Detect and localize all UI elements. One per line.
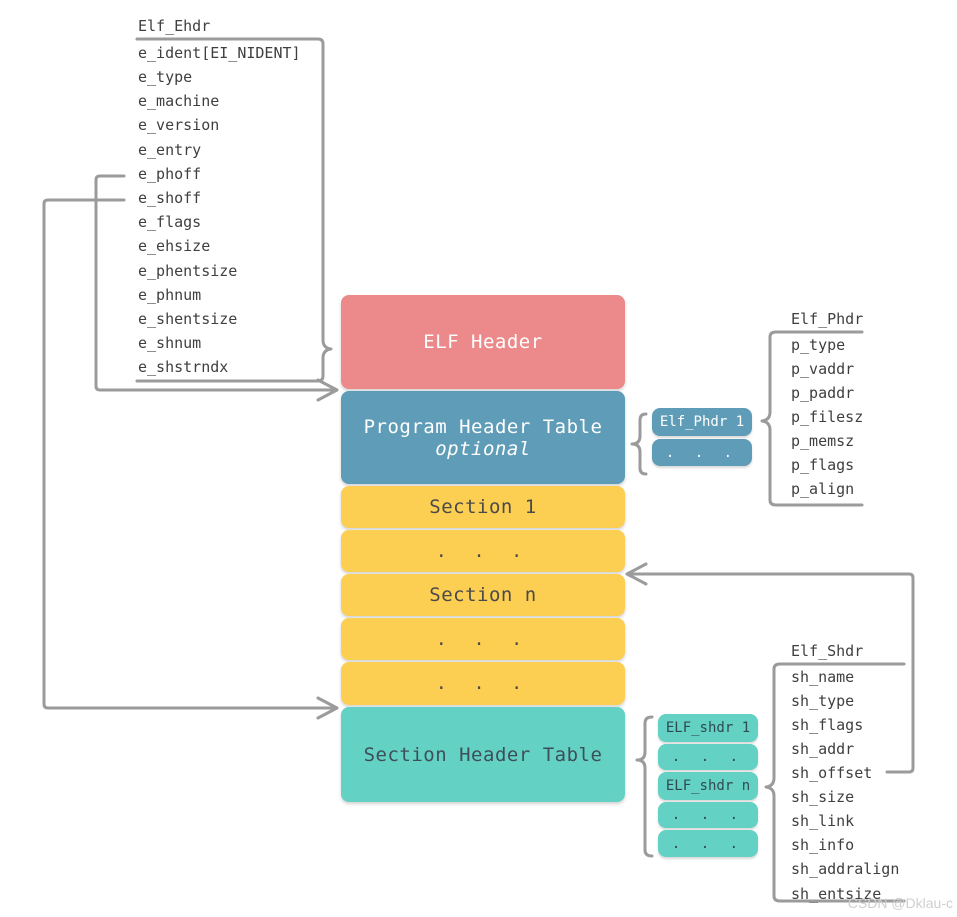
ehdr-field: e_phentsize (138, 262, 238, 280)
phdr-entry-1: Elf_Phdr 1 (652, 408, 752, 436)
shdr-entry-ellipsis: . . . (658, 802, 758, 828)
phdr-field: p_flags (791, 456, 855, 474)
section-n-block: Section n (341, 574, 625, 616)
section-header-table-block: Section Header Table (341, 707, 625, 802)
shdr-field: sh_info (791, 836, 855, 854)
elf-header-block: ELF Header (341, 295, 625, 389)
shdr-entry-n: ELF_shdr n (658, 772, 758, 800)
ellipsis: . . . (671, 807, 745, 823)
shdr-entry-1: ELF_shdr 1 (658, 714, 758, 742)
phdr-field: p_type (791, 336, 846, 354)
shdr-entry-ellipsis: . . . (658, 830, 758, 857)
shoffset-connector (626, 572, 915, 774)
ellipsis: . . . (671, 835, 745, 852)
ehdr-field: e_shnum (138, 334, 202, 352)
ehdr-field: e_flags (138, 213, 202, 231)
shdr-field: sh_addralign (791, 860, 900, 878)
ellipsis: . . . (435, 673, 531, 694)
elf-phdr-title: Elf_Phdr (791, 310, 864, 328)
shoffset-arrowhead (625, 562, 648, 586)
elf-shdr-title: Elf_Shdr (791, 642, 864, 660)
ehdr-field: e_ehsize (138, 237, 211, 255)
shdr-field: sh_link (791, 812, 855, 830)
shdr-field: sh_size (791, 788, 855, 806)
phdr-field: p_vaddr (791, 360, 855, 378)
phdr-bracket (760, 330, 864, 507)
shdr-field: sh_addr (791, 740, 855, 758)
shoff-arrowhead (316, 696, 339, 720)
shdr-field: sh_flags (791, 716, 864, 734)
section-header-table-label: Section Header Table (363, 743, 603, 766)
ehdr-field: e_version (138, 116, 220, 134)
elf-header-label: ELF Header (423, 331, 543, 353)
phdr-field: p_paddr (791, 384, 855, 402)
shoff-connector (42, 198, 338, 710)
phoff-connector (94, 174, 338, 392)
ellipsis: . . . (665, 444, 739, 461)
section-ellipsis-block: . . . (341, 530, 625, 572)
ehdr-field: e_phnum (138, 286, 202, 304)
ehdr-field-phoff: e_phoff (138, 165, 202, 183)
elf-ehdr-title: Elf_Ehdr (138, 17, 211, 35)
program-header-table-label: Program Header Table (363, 415, 603, 438)
ehdr-field: e_entry (138, 141, 202, 159)
section-n-label: Section n (429, 584, 537, 606)
ellipsis: . . . (435, 628, 531, 650)
ehdr-field: e_shstrndx (138, 358, 229, 376)
ehdr-field: e_type (138, 68, 193, 86)
ehdr-field: e_ident[EI_NIDENT] (138, 44, 301, 62)
section-ellipsis-block: . . . (341, 662, 625, 705)
ehdr-field-shoff: e_shoff (138, 189, 202, 207)
phdr-field: p_filesz (791, 408, 864, 426)
ehdr-field: e_machine (138, 92, 220, 110)
shdr-field-offset: sh_offset (791, 764, 873, 782)
phoff-arrowhead (316, 378, 339, 402)
shdr-field: sh_name (791, 668, 855, 686)
ellipsis: . . . (671, 749, 745, 765)
section-1-label: Section 1 (429, 496, 537, 518)
pht-brace (630, 412, 648, 476)
program-header-table-block: Program Header Table optional (341, 391, 625, 484)
ehdr-field: e_shentsize (138, 310, 238, 328)
phdr-field: p_align (791, 480, 855, 498)
phdr-field: p_memsz (791, 432, 855, 450)
shdr-entry-ellipsis: . . . (658, 744, 758, 770)
sht-brace (635, 715, 654, 858)
program-header-table-note: optional (435, 437, 531, 460)
shdr-field: sh_entsize (791, 885, 882, 903)
phdr-entry-ellipsis: . . . (652, 439, 752, 466)
section-ellipsis-block: . . . (341, 618, 625, 660)
watermark: CSDN @Dklau-c (847, 895, 953, 911)
ehdr-bracket (135, 37, 333, 383)
shdr-field: sh_type (791, 692, 855, 710)
shdr-bracket (764, 662, 906, 903)
ellipsis: . . . (435, 540, 531, 562)
section-1-block: Section 1 (341, 486, 625, 528)
